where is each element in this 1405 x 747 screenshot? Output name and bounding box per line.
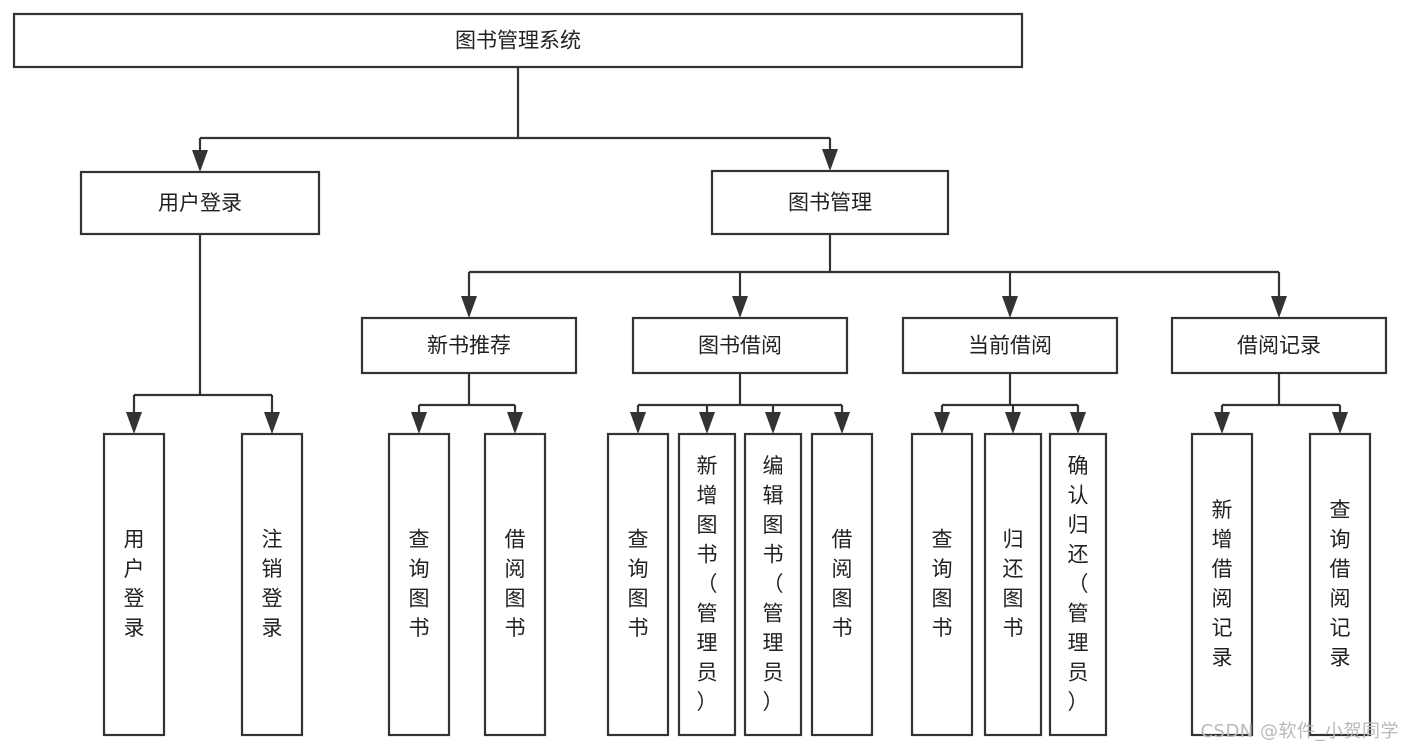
node-label-current-borrow: 当前借阅 [968,334,1052,358]
node-leaf-user-logout[interactable]: 注销登录 [240,432,304,737]
node-box-leaf-record-query[interactable] [1308,432,1372,737]
node-label-leaf-record-add: 新增借阅记录 [1212,498,1233,670]
node-current-borrow[interactable]: 当前借阅 [901,316,1119,375]
connector-arrowhead [192,150,208,172]
node-box-leaf-recommend-query-book[interactable] [387,432,451,737]
node-leaf-recommend-query-book[interactable]: 查询图书 [387,432,451,737]
node-box-leaf-borrow-query-book[interactable] [606,432,670,737]
node-box-borrow-record[interactable] [1170,316,1388,375]
connector-arrowhead [1271,296,1287,318]
node-box-leaf-current-return-book[interactable] [983,432,1043,737]
connector-arrowhead [765,412,781,434]
connector-arrowhead [699,412,715,434]
node-label-leaf-borrow-borrow-book: 借阅图书 [832,528,853,641]
node-label-borrow-record: 借阅记录 [1237,334,1321,358]
node-box-leaf-current-query-book[interactable] [910,432,974,737]
connector-arrowhead [461,296,477,318]
node-box-leaf-user-login[interactable] [102,432,166,737]
node-label-book-borrow: 图书借阅 [698,334,782,358]
node-label-leaf-current-confirm-return: 确认归还（管理员） [1068,454,1089,714]
node-label-leaf-current-query-book: 查询图书 [932,528,953,641]
node-box-leaf-current-confirm-return[interactable] [1048,432,1108,737]
node-box-leaf-borrow-add-book[interactable] [677,432,737,737]
connector-arrowhead [834,412,850,434]
node-label-user-login: 用户登录 [158,191,242,215]
connector-arrowhead [630,412,646,434]
node-box-book-management[interactable] [710,169,950,236]
node-box-leaf-borrow-edit-book[interactable] [743,432,803,737]
node-leaf-borrow-add-book[interactable]: 新增图书（管理员） [677,432,737,737]
node-borrow-record[interactable]: 借阅记录 [1170,316,1388,375]
node-leaf-borrow-borrow-book[interactable]: 借阅图书 [810,432,874,737]
connector-arrowhead [411,412,427,434]
node-label-leaf-record-query: 查询借阅记录 [1330,498,1351,670]
node-box-current-borrow[interactable] [901,316,1119,375]
node-leaf-user-login[interactable]: 用户登录 [102,432,166,737]
node-leaf-record-add[interactable]: 新增借阅记录 [1190,432,1254,737]
node-box-user-login[interactable] [79,170,321,236]
node-label-leaf-borrow-edit-book: 编辑图书（管理员） [763,454,784,714]
node-label-new-book-recommend: 新书推荐 [427,334,511,358]
connector-arrowhead [126,412,142,434]
node-label-leaf-user-logout: 注销登录 [262,528,283,641]
node-root[interactable]: 图书管理系统 [12,12,1024,69]
node-box-leaf-record-add[interactable] [1190,432,1254,737]
node-leaf-current-confirm-return[interactable]: 确认归还（管理员） [1048,432,1108,737]
connector-arrowhead [1005,412,1021,434]
node-label-leaf-borrow-add-book: 新增图书（管理员） [697,454,718,714]
node-label-root: 图书管理系统 [455,29,581,53]
node-leaf-borrow-edit-book[interactable]: 编辑图书（管理员） [743,432,803,737]
connector-arrowhead [934,412,950,434]
node-label-leaf-recommend-borrow-book: 借阅图书 [505,528,526,641]
node-label-leaf-recommend-query-book: 查询图书 [409,528,430,641]
connector-arrowhead [507,412,523,434]
connector-arrowhead [822,149,838,171]
node-leaf-record-query[interactable]: 查询借阅记录 [1308,432,1372,737]
node-label-book-management: 图书管理 [788,191,872,215]
node-box-new-book-recommend[interactable] [360,316,578,375]
connector-arrowhead [1332,412,1348,434]
node-leaf-recommend-borrow-book[interactable]: 借阅图书 [483,432,547,737]
node-leaf-current-query-book[interactable]: 查询图书 [910,432,974,737]
node-box-leaf-recommend-borrow-book[interactable] [483,432,547,737]
node-new-book-recommend[interactable]: 新书推荐 [360,316,578,375]
node-user-login[interactable]: 用户登录 [79,170,321,236]
node-box-root[interactable] [12,12,1024,69]
node-leaf-current-return-book[interactable]: 归还图书 [983,432,1043,737]
node-box-leaf-borrow-borrow-book[interactable] [810,432,874,737]
connector-arrowhead [732,296,748,318]
node-book-management[interactable]: 图书管理 [710,169,950,236]
node-box-leaf-user-logout[interactable] [240,432,304,737]
node-book-borrow[interactable]: 图书借阅 [631,316,849,375]
node-label-leaf-current-return-book: 归还图书 [1003,528,1024,641]
csdn-watermark: CSDN @软件_小贺同学 [1200,721,1399,742]
connector-arrowhead [1002,296,1018,318]
connector-arrowhead [1070,412,1086,434]
node-box-book-borrow[interactable] [631,316,849,375]
connector-arrowhead [264,412,280,434]
connector-arrowhead [1214,412,1230,434]
node-label-leaf-user-login: 用户登录 [124,528,145,641]
node-leaf-borrow-query-book[interactable]: 查询图书 [606,432,670,737]
node-label-leaf-borrow-query-book: 查询图书 [628,528,649,641]
